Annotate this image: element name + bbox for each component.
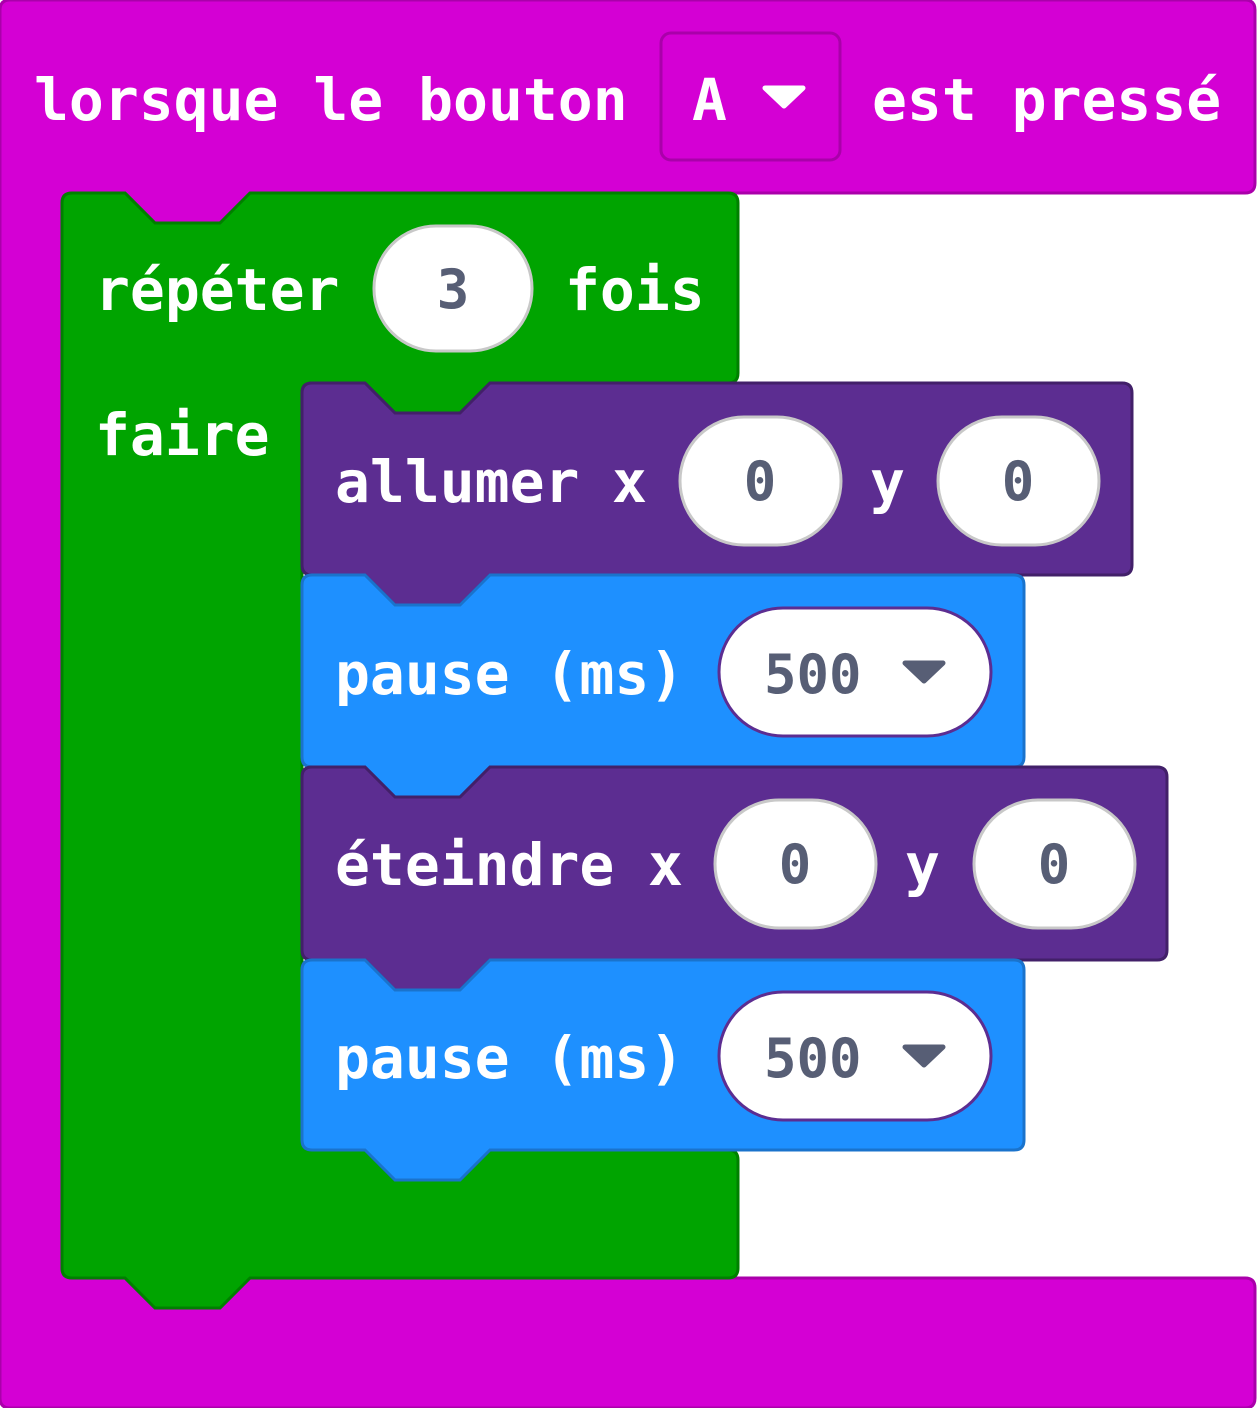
repeat-label: répéter: [95, 256, 339, 324]
unplot-y-value: 0: [1038, 833, 1071, 896]
times-label: fois: [565, 256, 705, 324]
unplot-x-label: x: [648, 831, 683, 899]
pause-1-label: pause (ms): [335, 640, 684, 708]
pause-1-value: 500: [764, 643, 862, 706]
caret-down-icon: [902, 660, 946, 684]
event-prefix-label: lorsque le bouton: [34, 66, 628, 134]
pause-2-label: pause (ms): [335, 1024, 684, 1092]
caret-down-icon: [762, 85, 806, 109]
pause-1-dropdown[interactable]: 500: [717, 606, 993, 738]
unplot-y-label: y: [905, 831, 940, 899]
pause-block-2[interactable]: pause (ms) 500: [300, 958, 1026, 1182]
repeat-block[interactable]: répéter 3 fois faire: [60, 191, 740, 1310]
plot-label: allumer: [335, 448, 579, 516]
pause-2-value: 500: [764, 1027, 862, 1090]
button-dropdown-value: A: [692, 66, 727, 134]
unplot-x-value: 0: [779, 833, 812, 896]
plot-led-block[interactable]: allumer x 0 y 0: [300, 381, 1134, 607]
do-label: faire: [95, 401, 270, 469]
pause-2-dropdown-field[interactable]: [717, 990, 993, 1122]
pause-2-dropdown[interactable]: 500: [717, 990, 993, 1122]
repeat-count-input[interactable]: [372, 224, 534, 353]
unplot-led-block[interactable]: éteindre x 0 y 0: [300, 765, 1169, 992]
unplot-label: éteindre: [335, 831, 614, 899]
unplot-x-input[interactable]: [713, 798, 878, 930]
event-suffix-label: est pressé: [872, 66, 1221, 134]
button-dropdown[interactable]: A: [659, 31, 842, 162]
plot-x-input[interactable]: [678, 415, 843, 547]
plot-y-input[interactable]: [936, 415, 1101, 547]
repeat-count-value: 3: [437, 258, 470, 321]
plot-x-value: 0: [744, 450, 777, 513]
pause-1-dropdown-field[interactable]: [717, 606, 993, 738]
caret-down-icon: [902, 1044, 946, 1068]
pause-block-1[interactable]: pause (ms) 500: [300, 573, 1026, 799]
button-dropdown-field[interactable]: [659, 31, 842, 162]
plot-y-label: y: [870, 448, 905, 516]
plot-y-value: 0: [1002, 450, 1035, 513]
unplot-y-input[interactable]: [972, 798, 1137, 930]
plot-x-label: x: [612, 448, 647, 516]
